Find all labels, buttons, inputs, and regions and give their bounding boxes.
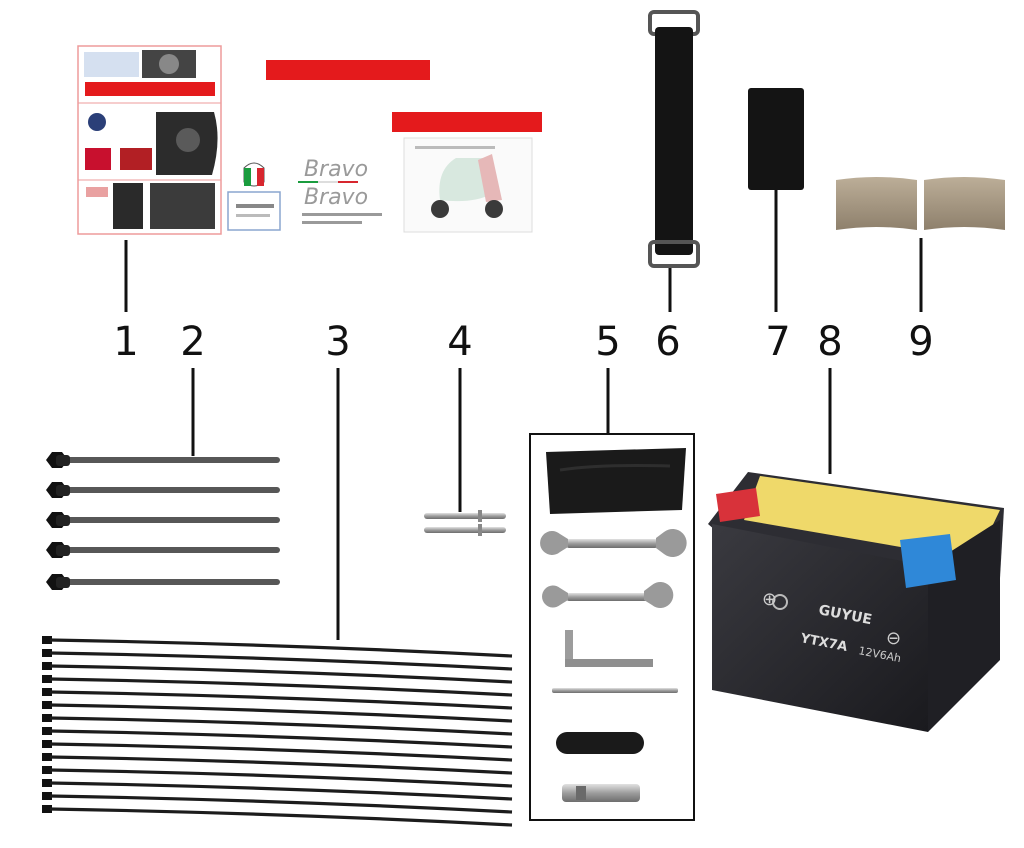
item-9-pads bbox=[836, 177, 1005, 230]
callout-8: 8 bbox=[817, 319, 843, 365]
item-1-documents: Bravo Bravo bbox=[77, 45, 542, 235]
item-2-clip-ties bbox=[46, 452, 280, 590]
item-6-rubber-strap bbox=[648, 10, 700, 268]
callout-3: 3 bbox=[325, 319, 351, 365]
item-7-foam-pad bbox=[748, 88, 804, 190]
doc-brand-script-1: Bravo bbox=[304, 157, 368, 182]
svg-text:⊖: ⊖ bbox=[886, 628, 901, 649]
callout-2: 2 bbox=[180, 319, 206, 365]
callout-1: 1 bbox=[113, 319, 139, 365]
svg-text:⊕: ⊕ bbox=[762, 589, 777, 610]
item-3-cable-ties bbox=[40, 636, 514, 827]
callout-9: 9 bbox=[908, 319, 934, 365]
item-8-battery: ⊕ ⊖ GUYUE YTX7A 12V6Ah bbox=[708, 472, 1004, 732]
callout-4: 4 bbox=[447, 319, 473, 365]
item-4-pins bbox=[424, 510, 506, 536]
callout-6: 6 bbox=[655, 319, 681, 365]
callout-7: 7 bbox=[765, 319, 791, 365]
item-5-toolkit bbox=[529, 433, 695, 821]
leader-lines bbox=[124, 190, 923, 640]
doc-brand-script-2: Bravo bbox=[304, 185, 368, 210]
callout-5: 5 bbox=[595, 319, 621, 365]
